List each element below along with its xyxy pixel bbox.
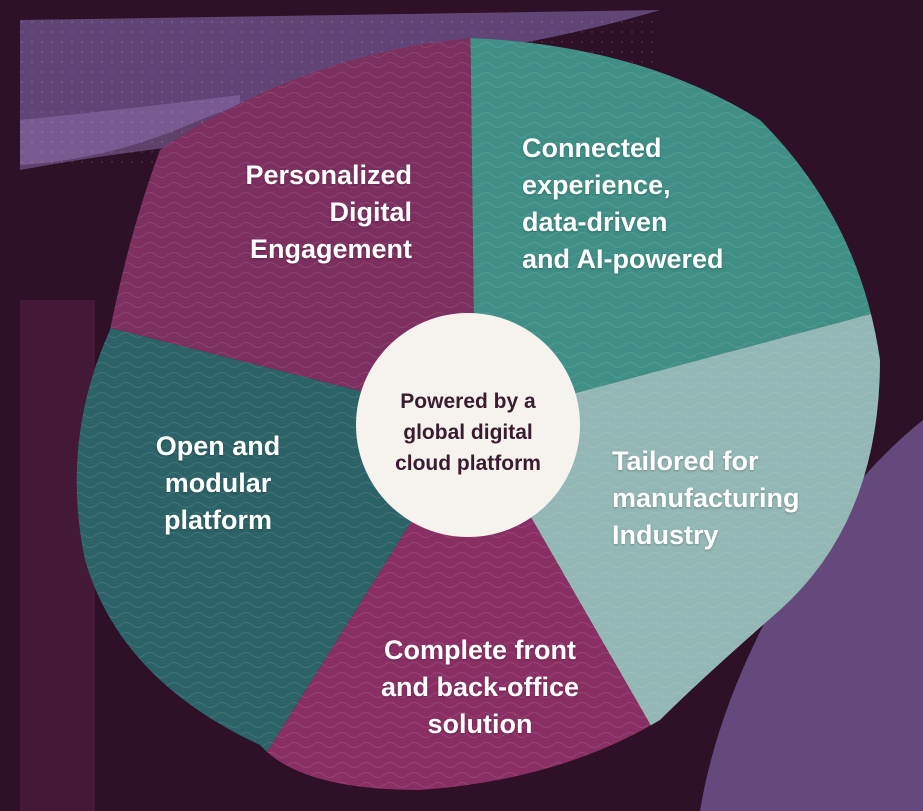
label-complete: Complete front and back-office solution	[380, 635, 580, 739]
label-personalized: Personalized Digital Engagement	[245, 160, 412, 264]
label-open: Open and modular platform	[155, 431, 281, 535]
center-label: Powered by a global digital cloud platfo…	[395, 390, 541, 475]
bg-plum-left	[20, 300, 95, 811]
bg-lavender-bottom-right	[700, 420, 923, 811]
label-tailored: Tailored for manufacturing Industry	[612, 446, 800, 550]
center-disc	[356, 313, 580, 537]
label-connected: Connected experience, data-driven and AI…	[522, 133, 724, 274]
